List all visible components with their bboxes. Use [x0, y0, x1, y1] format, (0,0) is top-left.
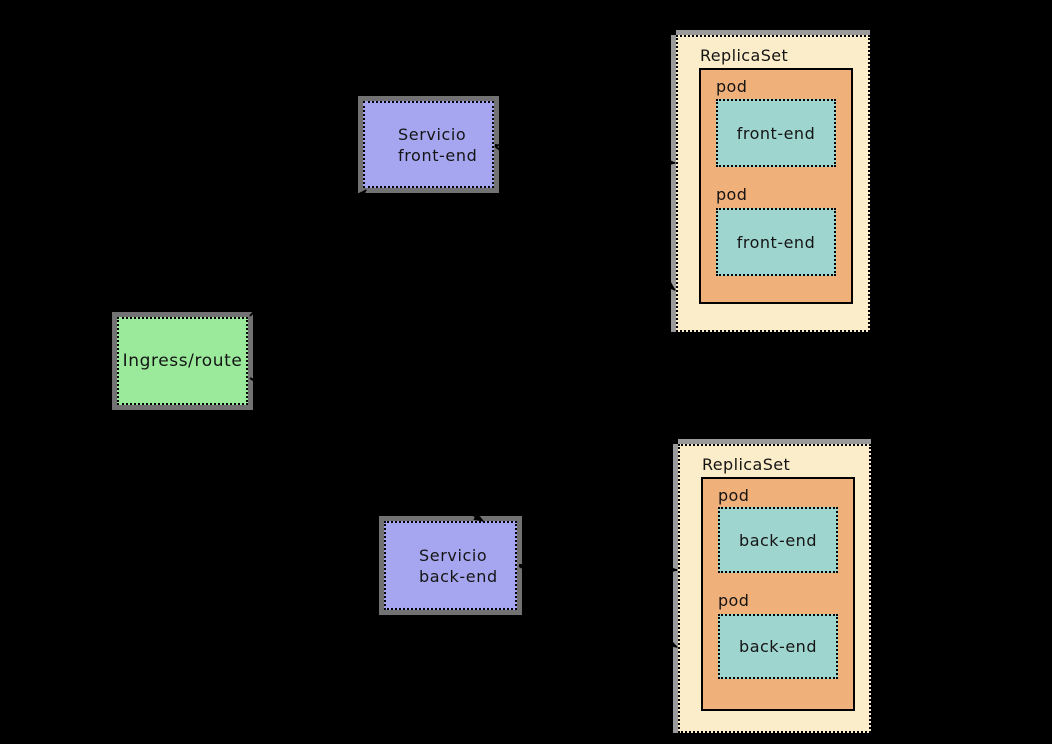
edge-service-back-end-to-pod-2 [518, 565, 678, 648]
replicaset-back-end-pods-box: pod back-end pod back-end [701, 477, 855, 711]
container-front-end-2-label: front-end [736, 232, 816, 252]
container-back-end-1: back-end [718, 507, 838, 573]
ingress-route-node: Ingress/route [112, 312, 253, 410]
service-front-end-node: Servicio front-end [358, 96, 499, 193]
edge-service-front-end-to-pod-2 [494, 145, 676, 291]
pod-label: pod [718, 486, 750, 505]
service-back-end-label-line1: Servicio [419, 545, 488, 565]
edge-ingress-to-service-back-end [249, 377, 484, 522]
service-front-end-label-line2: front-end [398, 145, 478, 165]
container-front-end-2: front-end [716, 208, 836, 276]
pod-label: pod [716, 77, 748, 96]
container-front-end-1-label: front-end [736, 123, 816, 143]
pod-label: pod [716, 185, 748, 204]
service-back-end-label-line2: back-end [419, 566, 498, 586]
pod-label: pod [718, 591, 750, 610]
container-back-end-1-label: back-end [739, 530, 817, 550]
ingress-route-label: Ingress/route [122, 351, 243, 371]
service-back-end-node: Servicio back-end [379, 516, 522, 615]
replicaset-front-end-pods-box: pod front-end pod front-end [699, 68, 853, 304]
edge-service-back-end-to-pod-1 [518, 564, 678, 574]
replicaset-front-end: ReplicaSet pod front-end pod front-end [676, 35, 870, 332]
edge-service-front-end-to-pod-1 [494, 144, 676, 167]
container-back-end-2-label: back-end [739, 637, 817, 656]
container-back-end-2: back-end [718, 614, 838, 679]
replicaset-back-end: ReplicaSet pod back-end pod back-end [678, 444, 871, 733]
edge-ingress-to-service-front-end [249, 189, 367, 317]
replicaset-front-end-label: ReplicaSet [700, 46, 789, 65]
container-front-end-1: front-end [716, 99, 836, 167]
replicaset-back-end-label: ReplicaSet [702, 455, 791, 474]
service-front-end-label-line1: Servicio [398, 124, 467, 144]
